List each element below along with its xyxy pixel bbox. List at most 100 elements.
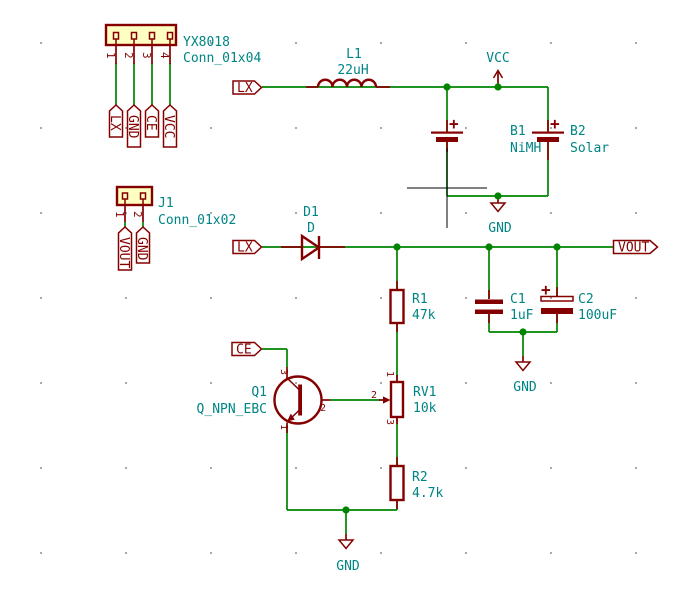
power-label: GND [488, 221, 512, 236]
capacitor-plate-negative [541, 308, 573, 314]
polarity-plus: + [550, 114, 560, 133]
reference-designator[interactable]: J1 [158, 196, 174, 211]
power-label: GND [336, 559, 360, 574]
pin-number: 1 [113, 211, 126, 218]
global-label-text: VOUT [618, 241, 649, 256]
reference-designator[interactable]: B1 [510, 124, 526, 139]
global-label-vcc-conn[interactable]: VCC [161, 103, 178, 148]
global-label-text: LX [237, 81, 253, 96]
battery-plate-positive [532, 131, 564, 134]
component-value[interactable]: 10k [413, 401, 437, 416]
vcc-arrow-icon [492, 69, 504, 79]
power-symbol-gnd-bottom[interactable]: GND [336, 534, 360, 574]
capacitor-plate [475, 309, 503, 314]
capacitor-c2[interactable]: + C2 100uF [540, 280, 617, 323]
reference-designator[interactable]: RV1 [413, 385, 436, 400]
component-value[interactable]: Conn_01x04 [183, 51, 261, 66]
component-value[interactable]: Conn_01x02 [158, 213, 236, 228]
pin-number: 2 [131, 211, 144, 218]
battery-plate-negative [436, 137, 458, 142]
pin-number: 3 [384, 419, 395, 425]
transistor-q1[interactable]: 3 1 2 Q1 Q_NPN_EBC [197, 367, 330, 433]
global-label-ce-conn[interactable]: CE [143, 103, 160, 138]
reference-designator[interactable]: YX8018 [183, 35, 230, 50]
global-label-ce[interactable]: CE [231, 341, 263, 358]
component-value[interactable]: Q_NPN_EBC [197, 402, 267, 417]
pin-number: 3 [140, 52, 153, 59]
component-value[interactable]: Solar [570, 141, 609, 156]
battery-b1[interactable]: + B1 NiMH [431, 114, 541, 156]
global-label-gnd-j1[interactable]: GND [134, 225, 151, 264]
polarity-plus: + [449, 114, 459, 133]
power-symbol-gnd-battery[interactable]: GND [488, 196, 512, 236]
reference-designator[interactable]: Q1 [251, 385, 267, 400]
global-label-text: GND [134, 237, 149, 261]
connector-yx8018-body[interactable] [104, 23, 178, 47]
component-value[interactable]: 47k [412, 308, 436, 323]
power-symbol-vcc[interactable]: VCC [486, 51, 510, 87]
junction-dot [393, 243, 401, 251]
component-value[interactable]: NiMH [510, 141, 541, 156]
global-label-gnd-conn[interactable]: GND [125, 103, 142, 148]
global-label-text: CE [236, 343, 252, 358]
global-label-vout[interactable]: VOUT [612, 239, 659, 256]
pin-number: 2 [320, 403, 326, 414]
component-value[interactable]: 4.7k [412, 486, 443, 501]
junction-dot [485, 243, 493, 251]
component-value[interactable]: 100uF [578, 308, 617, 323]
global-label-text: LX [237, 241, 253, 256]
power-label: VCC [486, 51, 509, 66]
transistor-emitter-arrow-icon [287, 413, 295, 422]
pin-number: 4 [158, 52, 171, 59]
connector-j1[interactable]: 1 2 J1 Conn_01x02 [113, 185, 236, 228]
reference-designator[interactable]: C1 [510, 292, 526, 307]
global-label-lx-conn[interactable]: LX [107, 103, 124, 138]
global-label-lx-top[interactable]: LX [232, 80, 263, 96]
connector-j1-pins [124, 205, 144, 222]
global-label-text: LX [107, 115, 122, 131]
power-symbol-gnd-caps[interactable]: GND [513, 356, 537, 395]
global-label-vout-conn[interactable]: VOUT [116, 225, 133, 271]
battery-plate-positive [431, 131, 463, 134]
component-value[interactable]: 22uH [337, 63, 368, 78]
component-value[interactable]: 1uF [510, 308, 534, 323]
junction-dot [494, 83, 502, 91]
potentiometer-body [389, 380, 405, 419]
reference-designator[interactable]: C2 [578, 292, 594, 307]
diode-triangle [300, 233, 322, 262]
reference-designator[interactable]: R2 [412, 470, 428, 485]
reference-designator[interactable]: R1 [412, 292, 428, 307]
junction-dot [494, 192, 502, 200]
resistor-r1[interactable]: R1 47k [389, 281, 436, 332]
gnd-triangle-icon [337, 539, 355, 550]
diode-d1[interactable]: D1 D [281, 205, 345, 262]
junction-dot [342, 506, 350, 514]
resistor-r2[interactable]: R2 4.7k [389, 457, 444, 509]
connector-yx8018-pin-stubs [112, 31, 174, 45]
reference-designator[interactable]: B2 [570, 124, 586, 139]
pin-number: 1 [384, 371, 395, 377]
global-label-text: VCC [161, 115, 176, 138]
junction-dot [519, 328, 527, 336]
capacitor-plate-positive [540, 295, 574, 302]
gnd-triangle-icon [489, 202, 507, 213]
connector-yx8018[interactable]: 1 2 3 4 YX8018 Conn_01x04 [104, 23, 261, 66]
reference-designator[interactable]: L1 [346, 47, 362, 62]
transistor-circle [273, 375, 323, 425]
component-value[interactable]: D [307, 221, 315, 236]
potentiometer-rv1[interactable]: 1 2 3 RV1 10k [371, 371, 437, 425]
gnd-triangle-icon [514, 361, 532, 372]
grid-dots [40, 42, 637, 554]
connector-yx8018-pins [115, 45, 171, 64]
global-label-text: VOUT [116, 237, 131, 268]
resistor-body [389, 464, 405, 502]
battery-plate-negative [537, 137, 559, 142]
junction-dot [553, 243, 561, 251]
battery-b2[interactable]: + B2 Solar [532, 114, 609, 160]
inductor-l1[interactable]: L1 22uH [306, 47, 390, 88]
reference-designator[interactable]: D1 [303, 205, 319, 220]
capacitor-c1[interactable]: C1 1uF [475, 290, 534, 323]
global-label-lx-mid[interactable]: LX [232, 239, 263, 256]
